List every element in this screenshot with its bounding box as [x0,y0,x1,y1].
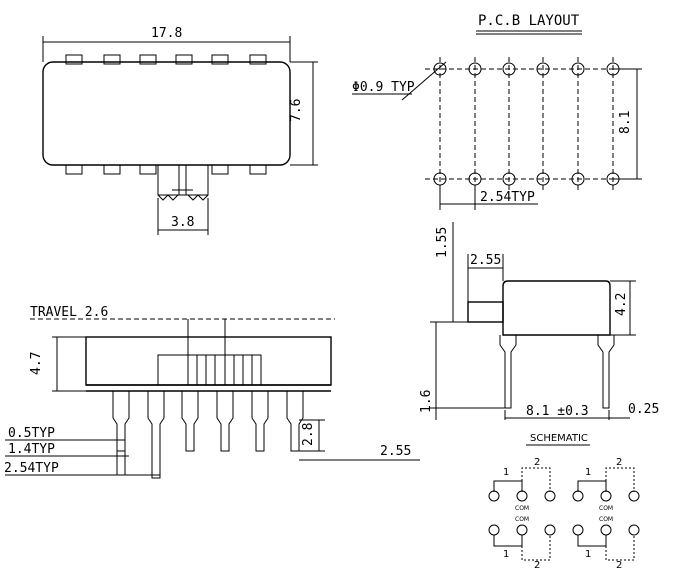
pcb-grid-lines [425,57,628,192]
pcb-holes [433,62,620,186]
pin-width-dim: 0.5TYP [8,426,55,441]
pcb-hole-dim: Φ0.9 TYP [352,80,415,95]
side-lead-offset-dim: 0.25 [628,402,659,417]
schematic-r-b1: 1 [585,549,591,560]
top-width-dim: 17.8 [151,26,182,41]
side-body-height-dim: 4.2 [614,293,629,316]
schematic-r-b2: 2 [616,560,622,571]
front-pins [112,391,304,479]
schematic-l-t2: 2 [534,457,540,468]
schematic-r-t1: 1 [585,467,591,478]
side-leads [499,335,615,409]
schematic-l-t1: 1 [503,467,509,478]
travel-label: TRAVEL 2.6 [30,305,108,320]
front-right-dim: 2.55 [380,444,411,459]
side-actuator [467,301,504,323]
top-body [42,61,291,166]
pin-tab-dim: 1.4TYP [8,442,55,457]
pcb-layout: P.C.B LAYOUT Φ0.9 TYP 8.1 [352,13,642,210]
pin-length-dim: 2.8 [301,423,316,446]
top-pins-lower [65,164,267,175]
schematic-title: SCHEMATIC [530,433,588,444]
schematic-l-b1: 1 [503,549,509,560]
schematic-r-com-top: COM [599,505,613,512]
schematic-l-com-bot: COM [515,516,529,523]
top-actuator-dim: 3.8 [171,215,194,230]
schematic-r-t2: 2 [616,457,622,468]
schematic-l-com-top: COM [515,505,529,512]
schematic: SCHEMATIC 1 2 COM COM 1 2 1 2 COM COM 1 [488,433,640,571]
top-actuator [157,164,209,201]
front-actuator [157,354,262,386]
schematic-r-com-bot: COM [599,516,613,523]
pin-pitch-dim: 2.54TYP [4,461,59,476]
side-actuator-height-dim: 1.55 [435,227,450,258]
side-body [502,280,611,336]
pcb-pitch-dim: 2.54TYP [480,190,535,205]
schematic-l-b2: 2 [534,560,540,571]
pcb-title: P.C.B LAYOUT [478,13,580,29]
front-body [85,336,332,386]
side-lead-span-dim: 8.1 ±0.3 [526,404,589,419]
side-actuator-width-dim: 2.55 [470,253,501,268]
top-view: 17.8 7.6 [42,26,318,235]
side-lead-length-dim: 1.6 [419,390,434,413]
pcb-row-span-dim: 8.1 [618,111,633,134]
top-pins-upper [65,54,267,65]
top-height-dim: 7.6 [289,99,304,122]
side-view: 1.55 2.55 4.2 1.6 8.1 ±0.3 0.25 [419,222,659,420]
front-view: TRAVEL 2.6 4.7 [4,305,420,479]
front-height-dim: 4.7 [29,352,44,375]
